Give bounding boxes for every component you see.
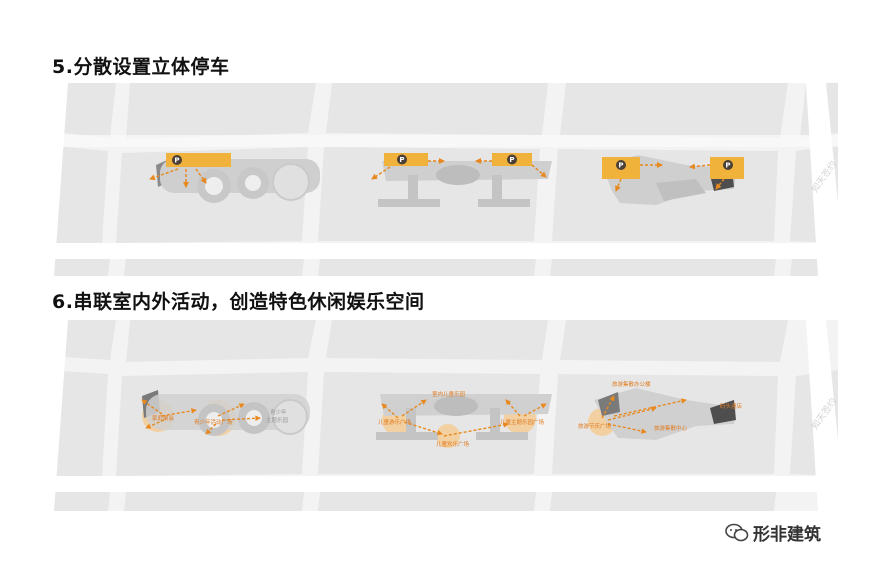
svg-text:青少年: 青少年 <box>270 408 287 416</box>
svg-text:P: P <box>618 162 623 170</box>
svg-text:儿童游乐广场: 儿童游乐广场 <box>378 418 412 426</box>
wechat-icon <box>725 523 749 541</box>
svg-text:旅游节庆广场: 旅游节庆广场 <box>578 422 612 430</box>
svg-text:码头酒店: 码头酒店 <box>720 402 743 410</box>
activity-arrows-2 <box>381 399 547 437</box>
svg-text:P: P <box>725 162 730 170</box>
svg-text:儿童主题乐园广场: 儿童主题乐园广场 <box>500 418 545 426</box>
parking-site-plan: P P P P P 知天签约 <box>46 83 838 276</box>
brand-logo: 形非建筑 <box>725 520 821 545</box>
parking-p-label: P <box>174 157 179 165</box>
svg-text:P: P <box>399 156 404 164</box>
parking-icon <box>172 155 182 165</box>
svg-text:P: P <box>509 156 514 164</box>
parking-block-1 <box>166 153 231 167</box>
parking-arrows-2 <box>371 158 547 180</box>
activity-site-plan: 家庭聚会 青少年活动广场 青少年 主题乐园 室内儿童乐园 儿童游乐广场 儿童欢乐… <box>46 320 838 511</box>
brand-name: 形非建筑 <box>753 525 821 545</box>
svg-text:室内儿童乐园: 室内儿童乐园 <box>432 390 466 398</box>
parking-arrows-3 <box>615 162 725 192</box>
parking-arrows-1 <box>149 168 207 188</box>
svg-text:主题乐园: 主题乐园 <box>266 416 289 424</box>
activity-arrows-1 <box>141 399 261 435</box>
svg-text:旅游集散办公楼: 旅游集散办公楼 <box>612 380 651 388</box>
section-5-title: 5.分散设置立体停车 <box>52 56 230 78</box>
activity-arrows-3 <box>601 395 687 434</box>
section-6-title: 6.串联室内外活动，创造特色休闲娱乐空间 <box>52 291 425 313</box>
svg-text:家庭聚会: 家庭聚会 <box>152 414 175 422</box>
svg-text:儿童欢乐广场: 儿童欢乐广场 <box>436 440 470 448</box>
group-1-buildings <box>156 157 320 203</box>
svg-text:旅游集散中心: 旅游集散中心 <box>654 424 688 432</box>
svg-text:青少年活动广场: 青少年活动广场 <box>194 418 233 426</box>
